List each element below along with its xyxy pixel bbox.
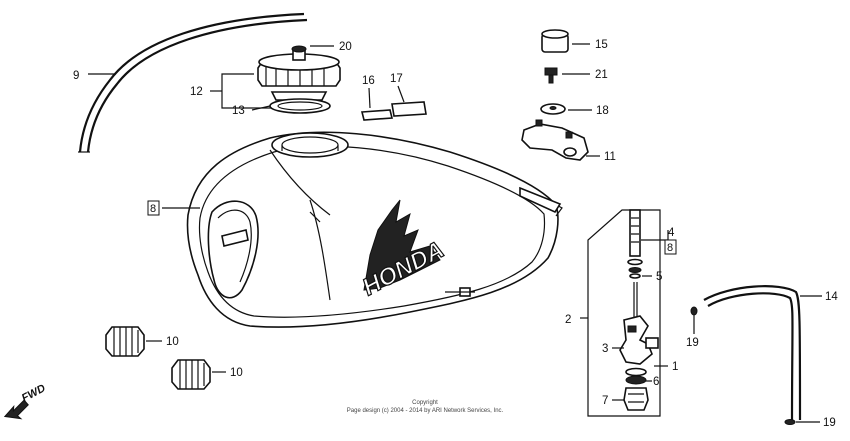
bracket-part-11 [521, 119, 600, 161]
callout-7: 7 [602, 395, 608, 407]
bolt-part-21 [544, 67, 590, 84]
callout-21: 21 [595, 69, 608, 81]
tank-rubber-parts [105, 326, 226, 390]
callout-19-lower: 19 [823, 417, 836, 429]
fuel-tank [186, 131, 563, 328]
forward-direction-indicator: FWD [3, 382, 48, 420]
callout-16: 16 [362, 75, 375, 87]
callout-1: 1 [672, 361, 678, 373]
callout-10-lower: 10 [230, 367, 243, 379]
warning-labels [360, 85, 427, 121]
callout-10-upper: 10 [166, 336, 179, 348]
washer-part-18 [540, 103, 592, 115]
callout-20: 20 [339, 41, 352, 53]
fuel-cap-assembly [210, 45, 341, 114]
fuel-hose-part-14 [690, 285, 822, 425]
breather-tube-part [78, 12, 308, 153]
callout-2: 2 [565, 314, 571, 326]
callout-17: 17 [390, 73, 403, 85]
fwd-label: FWD [20, 382, 48, 404]
callout-9: 9 [73, 70, 79, 82]
callout-11: 11 [604, 151, 616, 163]
callout-15: 15 [595, 39, 608, 51]
callout-14: 14 [825, 291, 838, 303]
copyright-notice: Page design (c) 2004 - 2014 by ARI Netwo… [347, 408, 504, 414]
fuel-valve-box [580, 209, 669, 417]
cap-part-15 [541, 29, 590, 53]
callout-8-tank: 8 [150, 203, 156, 215]
callout-6: 6 [653, 376, 659, 388]
callout-13: 13 [232, 105, 245, 117]
callout-5: 5 [656, 271, 662, 283]
callout-12: 12 [190, 86, 203, 98]
callout-18: 18 [596, 105, 609, 117]
copyright-title: Copyright [412, 400, 438, 406]
callout-4: 4 [668, 227, 675, 239]
callout-3: 3 [602, 343, 608, 355]
callout-8-valve: 8 [667, 242, 673, 254]
callout-19-upper: 19 [686, 337, 699, 349]
